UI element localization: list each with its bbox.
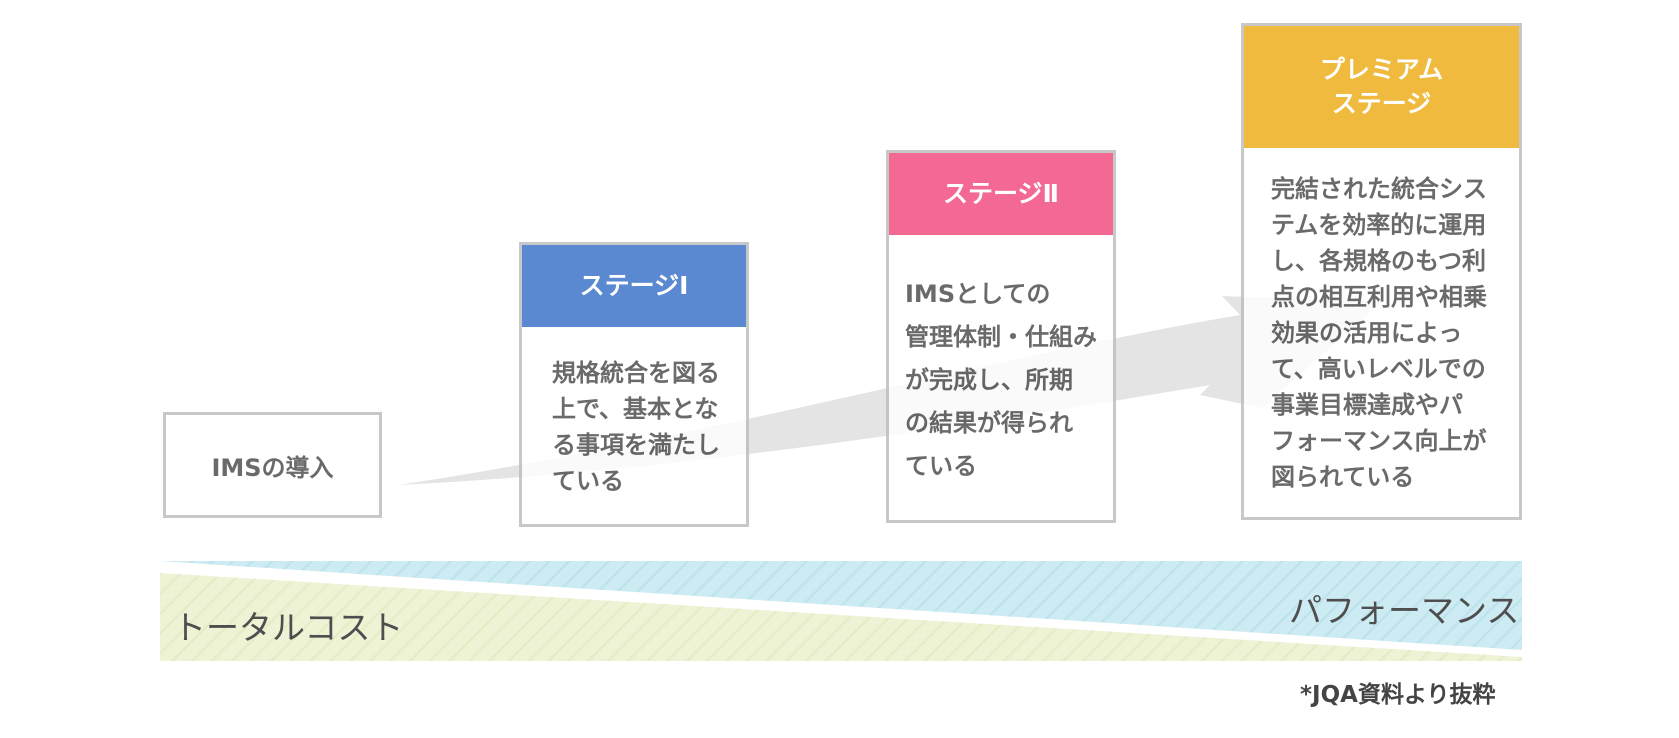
ims-intro-box: IMSの導入 — [163, 412, 382, 518]
premium-stage-box: プレミアム ステージ 完結された統合シス テムを効率的に運用 し、各規格のもつ利… — [1241, 23, 1522, 520]
performance-band — [160, 561, 1522, 650]
total-cost-band — [160, 573, 1522, 661]
premium-stage-description: 完結された統合シス テムを効率的に運用 し、各規格のもつ利 点の相互利用や相乗 … — [1271, 175, 1487, 491]
ims-intro-label: IMSの導入 — [211, 453, 334, 482]
total-cost-label: トータルコスト — [173, 608, 404, 647]
stage2-description: IMSとしての 管理体制・仕組み が完成し、所期 の結果が得られ ている — [905, 280, 1097, 480]
source-note: *JQA資料より抜粋 — [1300, 682, 1496, 708]
stage2-box: ステージⅡ IMSとしての 管理体制・仕組み が完成し、所期 の結果が得られ て… — [886, 150, 1116, 523]
stage1-title: ステージⅠ — [522, 245, 746, 327]
stage1-box: ステージⅠ 規格統合を図る 上で、基本とな る事項を満たし ている — [519, 242, 749, 527]
stage2-title: ステージⅡ — [889, 153, 1113, 235]
stage1-description: 規格統合を図る 上で、基本とな る事項を満たし ている — [552, 359, 720, 495]
performance-label: パフォーマンス — [1289, 591, 1520, 630]
premium-stage-title: プレミアム ステージ — [1244, 26, 1519, 148]
